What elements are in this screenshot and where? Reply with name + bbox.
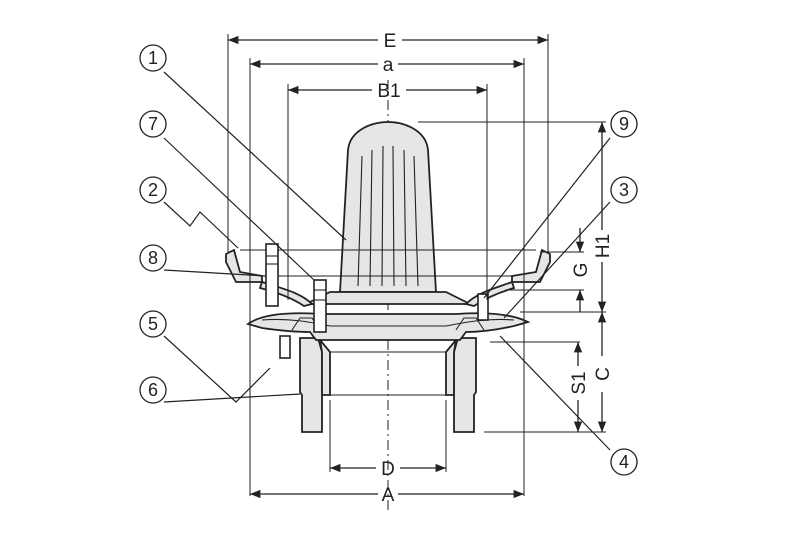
- dim-label-D: D: [381, 459, 395, 480]
- dimension-lines: [228, 35, 607, 499]
- callout-5-label: 5: [148, 314, 158, 334]
- callout-8-label: 8: [148, 248, 158, 268]
- callout-7: 7: [139, 110, 167, 138]
- dome-grate: [305, 121, 471, 305]
- callout-9-label: 9: [619, 114, 629, 134]
- dim-label-A: A: [382, 485, 395, 506]
- callout-2-label: 2: [148, 180, 158, 200]
- dim-label-B1: B1: [377, 81, 400, 102]
- callout-3: 3: [610, 176, 638, 204]
- bolt-right: [477, 293, 489, 321]
- callout-1: 1: [139, 44, 167, 72]
- callout-8: 8: [139, 244, 167, 272]
- callout-5: 5: [139, 310, 167, 338]
- callout-4-label: 4: [619, 452, 629, 472]
- drain-spigot: [279, 335, 291, 359]
- callout-3-label: 3: [619, 180, 629, 200]
- dim-label-S1: S1: [569, 371, 590, 394]
- callout-9: 9: [610, 110, 638, 138]
- dim-label-G: G: [571, 263, 592, 278]
- bolt-left: [265, 243, 279, 307]
- callout-7-label: 7: [148, 114, 158, 134]
- bolts: [265, 243, 489, 359]
- dim-label-E: E: [384, 31, 397, 52]
- callout-4: 4: [610, 448, 638, 476]
- callout-1-label: 1: [148, 48, 158, 68]
- callout-2: 2: [139, 176, 167, 204]
- dim-label-H1: H1: [593, 234, 614, 258]
- callout-6-label: 6: [148, 380, 158, 400]
- bolt-mid: [313, 279, 327, 333]
- drain-body: [299, 336, 477, 433]
- callout-6: 6: [139, 376, 167, 404]
- dim-label-C: C: [593, 367, 614, 381]
- leader-lines: [163, 71, 611, 451]
- extension-lines: [227, 34, 606, 496]
- dim-label-a: a: [383, 55, 394, 76]
